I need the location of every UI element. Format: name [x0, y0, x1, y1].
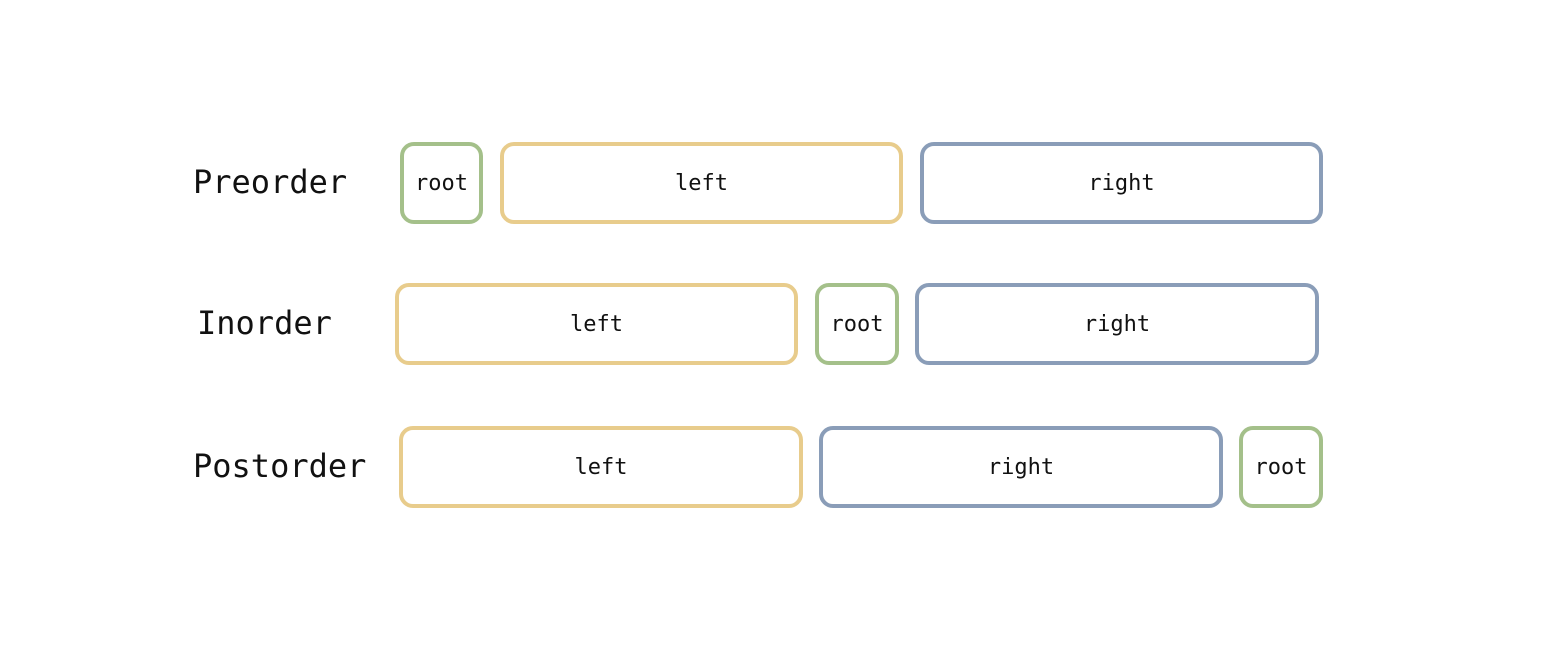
postorder-root-text: root — [1254, 454, 1308, 480]
inorder-root-text: root — [830, 311, 884, 337]
postorder-label: Postorder — [193, 447, 367, 485]
postorder-right-box: right — [819, 426, 1223, 508]
preorder-left-box: left — [500, 142, 903, 224]
postorder-left-text: left — [574, 454, 628, 480]
postorder-right-text: right — [987, 454, 1055, 480]
inorder-right-box: right — [915, 283, 1319, 365]
preorder-label: Preorder — [193, 163, 348, 201]
preorder-root-box: root — [400, 142, 483, 224]
preorder-right-box: right — [920, 142, 1323, 224]
inorder-right-text: right — [1083, 311, 1151, 337]
inorder-left-text: left — [570, 311, 623, 337]
preorder-left-text: left — [675, 170, 728, 196]
postorder-left-box: left — [399, 426, 803, 508]
inorder-label: Inorder — [197, 304, 332, 342]
postorder-root-box: root — [1239, 426, 1323, 508]
preorder-right-text: right — [1088, 170, 1155, 196]
preorder-root-text: root — [415, 170, 468, 196]
inorder-left-box: left — [395, 283, 798, 365]
inorder-root-box: root — [815, 283, 899, 365]
